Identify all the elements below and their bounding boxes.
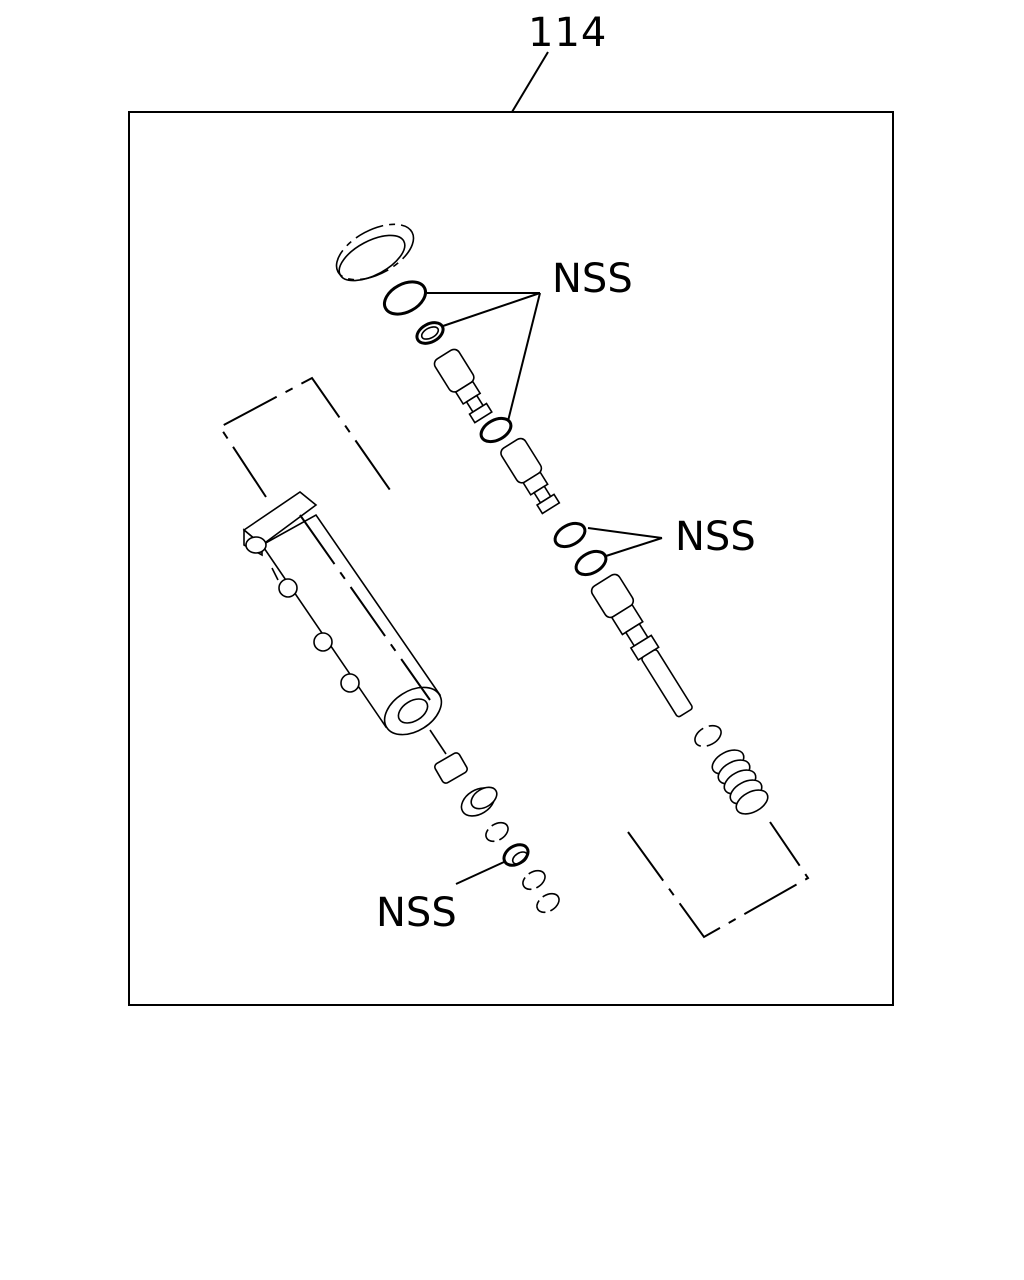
right-assembly-bracket <box>627 821 810 939</box>
ring-dashed-1 <box>485 821 509 843</box>
nss-label-middle: NSS <box>675 514 756 560</box>
callout-nss-middle: NSS <box>587 514 756 560</box>
spacer-1 <box>434 752 468 784</box>
o-ring-5 <box>574 549 608 577</box>
valve-spool <box>590 573 693 718</box>
plunger-2 <box>500 437 561 515</box>
spring <box>694 724 769 815</box>
left-assembly-bracket <box>218 376 391 498</box>
seal-ring <box>502 843 530 867</box>
cap-ring <box>335 223 415 282</box>
plunger-1 <box>433 348 493 424</box>
callout-nss-top: NSS <box>427 256 633 422</box>
o-ring-4 <box>553 521 587 549</box>
nss-label-bottom: NSS <box>376 890 457 936</box>
washer-1 <box>460 786 498 817</box>
o-ring-3 <box>479 416 513 444</box>
callout-nss-bottom: NSS <box>376 861 505 936</box>
ring-dashed-2 <box>522 869 546 891</box>
o-ring-2 <box>415 321 445 345</box>
assembly-frame <box>128 111 894 1006</box>
valve-body <box>242 491 443 736</box>
lower-axis-line <box>429 729 447 755</box>
assembly-leader-line <box>511 51 549 113</box>
assembly-number: 114 <box>528 10 607 56</box>
ring-dashed-3 <box>536 892 560 914</box>
nss-label-top: NSS <box>552 256 633 302</box>
o-ring-1 <box>382 280 428 316</box>
